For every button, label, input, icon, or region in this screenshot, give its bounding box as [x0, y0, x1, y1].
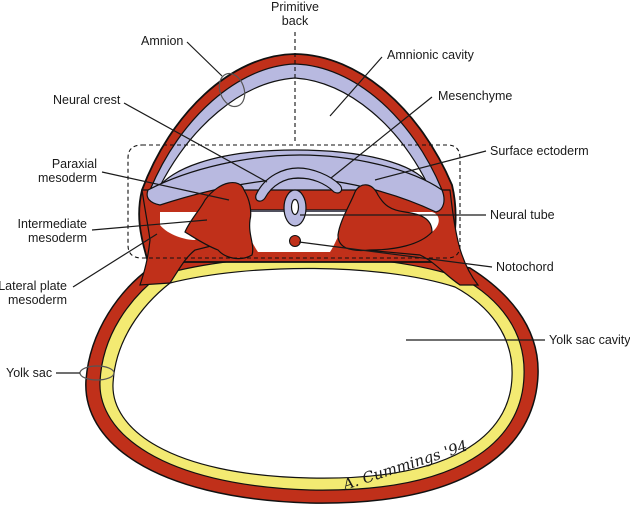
- leader-surface-ectoderm: [374, 150, 487, 181]
- leader-lines: [56, 41, 545, 374]
- label-primitive-back-line2: back: [282, 14, 309, 28]
- label-neural-crest: Neural crest: [53, 93, 121, 107]
- embryo-region-box: [127, 144, 461, 259]
- amnionic-cavity: [159, 77, 429, 187]
- label-yolk-sac: Yolk sac: [6, 366, 52, 380]
- amnion-highlight-ellipse: [218, 72, 246, 108]
- surface-ectoderm: [146, 154, 445, 213]
- label-amnion: Amnion: [141, 34, 183, 48]
- label-lateral-plate-line2: mesoderm: [8, 293, 67, 307]
- paraxial-mesoderm-right: [337, 184, 433, 252]
- paraxial-mesoderm-left: [184, 182, 254, 260]
- label-surface-ectoderm: Surface ectoderm: [490, 144, 589, 158]
- leader-paraxial-mesoderm: [101, 171, 230, 201]
- label-paraxial-line2: mesoderm: [38, 171, 97, 185]
- leader-neural-crest: [123, 102, 268, 183]
- label-mesenchyme: Mesenchyme: [438, 89, 512, 103]
- label-paraxial-line1: Paraxial: [52, 157, 97, 171]
- labels: Primitive back Amnion Amnionic cavity Ne…: [0, 0, 630, 380]
- label-intermediate-line1: Intermediate: [18, 217, 88, 231]
- neural-fold: [255, 167, 343, 202]
- label-primitive-back-line1: Primitive: [271, 0, 319, 14]
- embryo-interior: [160, 212, 439, 252]
- label-amnionic-cavity: Amnionic cavity: [387, 48, 475, 62]
- label-lateral-plate-line1: Lateral plate: [0, 279, 67, 293]
- label-yolk-sac-cavity: Yolk sac cavity: [549, 333, 630, 347]
- label-notochord: Notochord: [496, 260, 554, 274]
- label-intermediate-line2: mesoderm: [28, 231, 87, 245]
- neural-canal: [290, 198, 300, 216]
- embryo-body: [139, 154, 480, 286]
- leader-amnionic-cavity: [329, 56, 383, 117]
- leader-amnion: [186, 41, 223, 77]
- label-neural-tube: Neural tube: [490, 208, 555, 222]
- leader-lateral-plate-mesoderm: [72, 233, 158, 288]
- yolk-sac: [85, 241, 539, 504]
- leader-intermediate-mesoderm: [91, 219, 208, 231]
- leader-notochord: [298, 241, 493, 268]
- yolk-sac-cavity: [112, 267, 513, 479]
- leader-mesenchyme: [330, 96, 433, 179]
- notochord: [289, 235, 301, 247]
